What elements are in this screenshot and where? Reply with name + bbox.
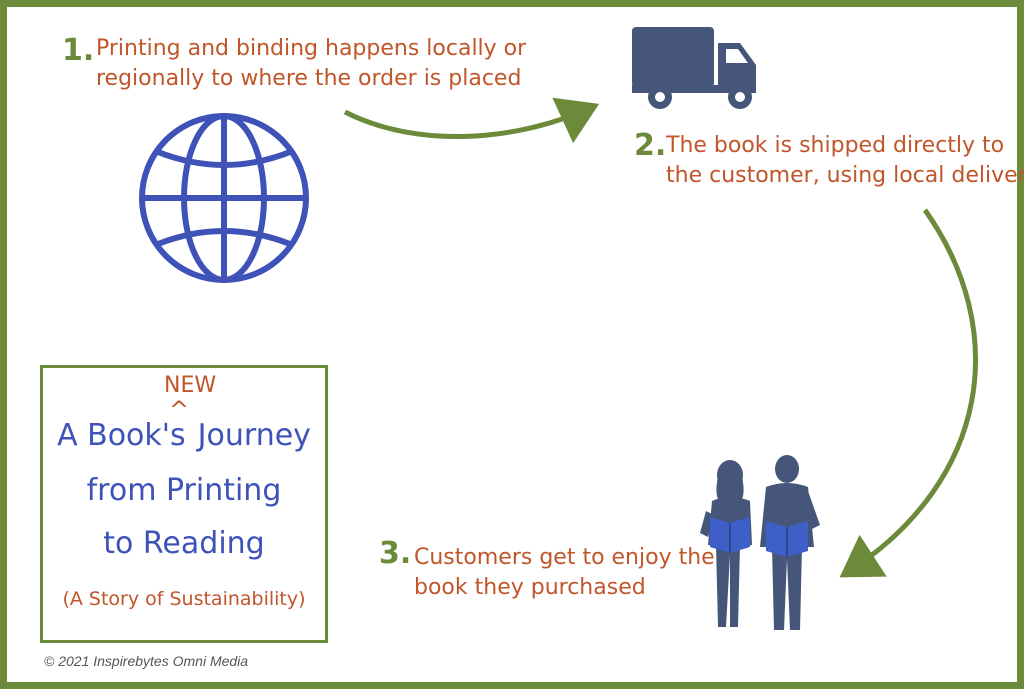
copyright-text: © 2021 Inspirebytes Omni Media (44, 653, 249, 669)
truck-icon (632, 27, 756, 109)
step-3-text: Customers get to enjoy the book they pur… (414, 543, 715, 603)
title-subtitle: (A Story of Sustainability) (62, 588, 306, 610)
insert-caret-icon: ^ (169, 396, 190, 424)
title-line-3: to Reading (103, 526, 265, 561)
step-2-text: The book is shipped directly to the cust… (666, 131, 1024, 191)
arrow-step1-to-step2 (343, 97, 600, 144)
title-line-1-after: Journey (197, 418, 311, 453)
title-line-1-before: A Book's (57, 418, 186, 453)
step-1-text: Printing and binding happens locally or … (96, 34, 526, 94)
title-line-2: from Printing (86, 473, 282, 508)
title-insert-word: NEW (164, 373, 217, 398)
step-3-line-2: book they purchased (414, 575, 646, 600)
title-line-1: A Book's Journey (43, 418, 325, 453)
globe-icon (139, 113, 309, 283)
readers-icon (700, 455, 820, 630)
step-1-number: 1. (62, 33, 95, 68)
step-2-line-1: The book is shipped directly to (666, 133, 1005, 158)
step-3-line-1: Customers get to enjoy the (414, 545, 715, 570)
step-3-number: 3. (379, 536, 412, 571)
step-2-number: 2. (634, 128, 667, 163)
arrow-step2-to-step3 (839, 208, 978, 578)
step-1-line-2: regionally to where the order is placed (96, 66, 522, 91)
title-box: NEW ^ A Book's Journey from Printing to R… (40, 365, 328, 643)
step-2-line-2: the customer, using local delivery (666, 163, 1024, 188)
step-1-line-1: Printing and binding happens locally or (96, 36, 527, 61)
